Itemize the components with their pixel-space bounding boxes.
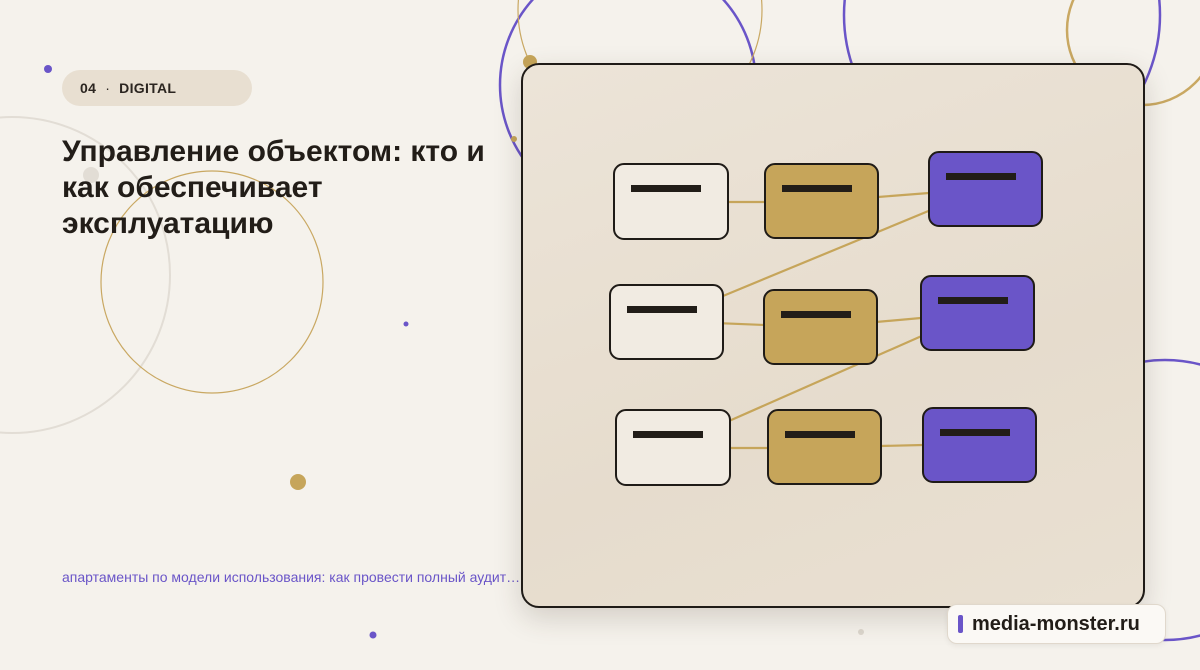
- connector-line: [879, 443, 924, 448]
- article-subtitle: апартаменты по модели использования: как…: [62, 569, 521, 585]
- diagram-node-gold: [764, 163, 879, 239]
- brand-accent-bar: [958, 615, 963, 633]
- badge-number: 04: [80, 80, 97, 96]
- decor-circle: [100, 170, 324, 394]
- diagram-node-gold: [767, 409, 882, 485]
- badge-label: DIGITAL: [119, 80, 177, 96]
- decor-dot: [511, 136, 517, 142]
- diagram-node-light: [613, 163, 729, 240]
- decor-dot: [290, 474, 306, 490]
- diagram-node-light: [609, 284, 724, 360]
- flow-diagram: [609, 151, 1043, 486]
- decor-dot: [44, 65, 52, 73]
- page-title: Управление объектом: кто и как обеспечив…: [62, 135, 485, 240]
- brand-watermark[interactable]: media-monster.ru: [947, 604, 1166, 644]
- decor-circle: [0, 116, 171, 434]
- diagram-node-purple: [920, 275, 1035, 351]
- diagram-node-purple: [922, 407, 1037, 483]
- diagram-node-purple: [928, 151, 1043, 227]
- decor-dot: [403, 321, 409, 327]
- badge-separator: ·: [105, 80, 111, 96]
- category-badge: 04 · DIGITAL: [62, 70, 252, 106]
- brand-text: media-monster.ru: [972, 612, 1140, 635]
- diagram-card: [521, 63, 1145, 608]
- decor-dot: [858, 629, 864, 635]
- connector-line: [875, 316, 922, 324]
- diagram-node-light: [615, 409, 731, 486]
- connector-line: [877, 191, 930, 199]
- decor-dot: [369, 631, 377, 639]
- diagram-node-gold: [763, 289, 878, 365]
- decor-dot: [83, 167, 99, 183]
